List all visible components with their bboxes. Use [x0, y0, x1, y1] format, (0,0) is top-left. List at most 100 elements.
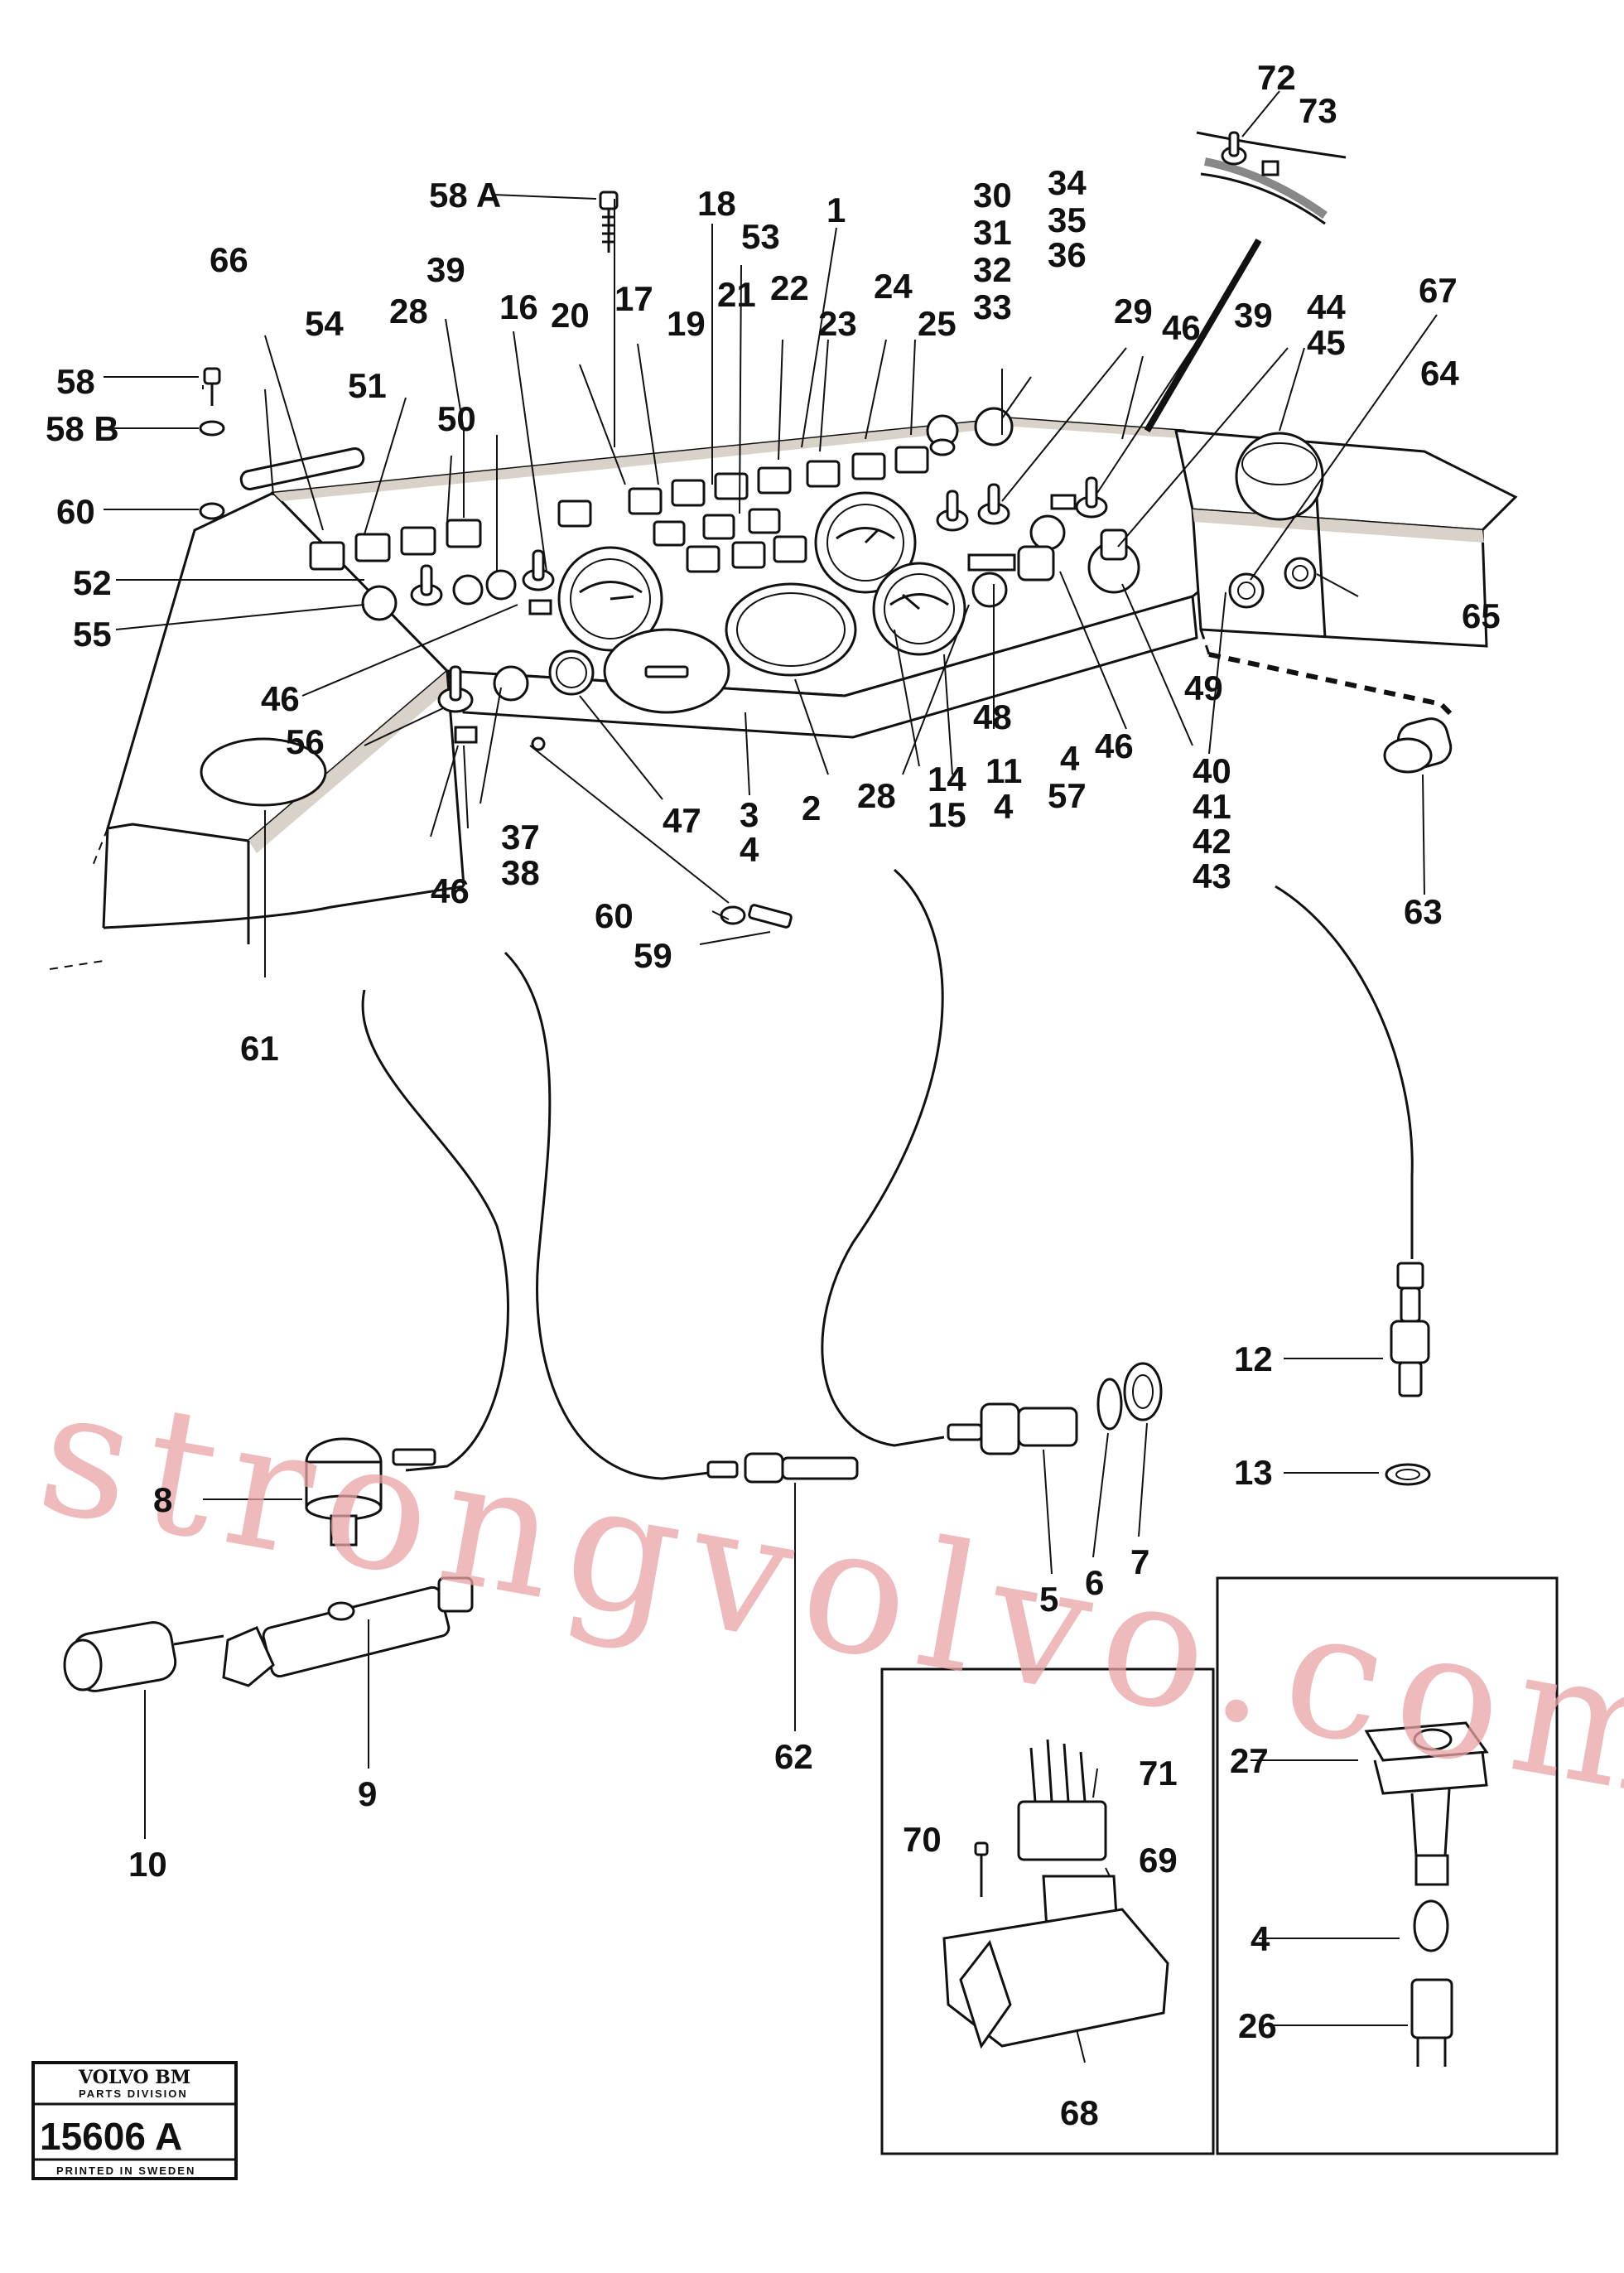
label-17: 17 [614, 279, 653, 318]
label-54: 54 [305, 304, 344, 343]
label-62: 62 [774, 1737, 813, 1776]
label-9: 9 [358, 1774, 377, 1813]
label-33: 33 [973, 287, 1012, 326]
label-26: 26 [1238, 2006, 1277, 2045]
label-3: 3 [740, 795, 759, 834]
label-16: 16 [499, 287, 538, 326]
label-57: 57 [1048, 776, 1087, 815]
label-52: 52 [73, 563, 112, 602]
screws [199, 191, 793, 929]
label-18: 18 [697, 184, 736, 223]
label-30: 30 [973, 176, 1012, 215]
indicator-row [309, 446, 929, 573]
inset-relay [880, 1667, 1215, 2155]
label-10: 10 [128, 1845, 167, 1884]
label-71: 71 [1139, 1754, 1178, 1793]
label-8: 8 [153, 1480, 172, 1519]
label-43: 43 [1193, 857, 1231, 895]
label-68: 68 [1060, 2093, 1099, 2132]
volvo-stamp: VOLVO BM PARTS DIVISION 15606 A PRINTED … [31, 2061, 238, 2180]
label-14: 14 [928, 760, 966, 799]
label-7: 7 [1130, 1542, 1149, 1581]
label-4b: 4 [994, 787, 1014, 826]
label-73: 73 [1299, 91, 1337, 130]
gauge-2 [603, 628, 730, 714]
label-58b: 58 B [46, 409, 119, 448]
stamp-division: PARTS DIVISION [79, 2087, 188, 2100]
part-labels: 72 73 58 A 18 1 53 30 31 32 33 34 35 36 … [46, 58, 1501, 2132]
label-23: 23 [818, 304, 857, 343]
label-47: 47 [663, 801, 701, 840]
label-11: 11 [985, 751, 1022, 790]
label-69: 69 [1139, 1841, 1178, 1880]
label-55: 55 [73, 615, 112, 654]
label-61: 61 [240, 1029, 279, 1068]
label-56: 56 [286, 722, 325, 761]
label-37: 37 [501, 818, 540, 857]
label-66: 66 [210, 240, 248, 279]
label-41: 41 [1193, 787, 1231, 826]
wires [361, 629, 1456, 1480]
label-65: 65 [1462, 596, 1501, 635]
inset-switch [1216, 1576, 1559, 2155]
label-64: 64 [1420, 354, 1459, 393]
label-4d: 4 [1251, 1919, 1270, 1958]
stamp-brand: VOLVO BM [78, 2067, 190, 2088]
label-39a: 39 [426, 250, 465, 289]
label-44: 44 [1307, 287, 1346, 326]
label-45: 45 [1307, 323, 1346, 362]
label-72: 72 [1257, 58, 1296, 97]
watermark: strongvolvo.com [26, 1349, 1624, 1839]
label-31: 31 [973, 213, 1012, 252]
label-19: 19 [667, 304, 706, 343]
label-2: 2 [802, 789, 821, 828]
gauge-14 [725, 582, 857, 677]
label-6: 6 [1085, 1563, 1104, 1602]
label-22: 22 [770, 268, 809, 307]
label-25: 25 [918, 304, 957, 343]
label-4c: 4 [1060, 739, 1080, 778]
label-58: 58 [56, 362, 95, 401]
label-67: 67 [1419, 271, 1458, 310]
label-24: 24 [874, 267, 913, 306]
label-39b: 39 [1234, 296, 1273, 335]
label-63: 63 [1404, 892, 1443, 931]
label-34: 34 [1048, 163, 1087, 202]
label-70: 70 [903, 1820, 942, 1859]
label-46a: 46 [1162, 308, 1201, 347]
label-53: 53 [741, 217, 780, 256]
label-21: 21 [717, 275, 756, 314]
label-20: 20 [551, 296, 590, 335]
ignition-switch-39 [1087, 528, 1140, 594]
label-50: 50 [437, 399, 476, 438]
label-29: 29 [1114, 292, 1153, 331]
label-60b: 60 [595, 896, 634, 935]
part-61-hole [200, 737, 327, 807]
label-51: 51 [348, 366, 387, 405]
label-13: 13 [1234, 1453, 1273, 1492]
label-59: 59 [634, 936, 672, 975]
label-42: 42 [1193, 822, 1231, 861]
toggle-switches [410, 438, 1108, 713]
label-1: 1 [826, 191, 846, 229]
stamp-number: 15606 A [40, 2115, 182, 2158]
label-35: 35 [1048, 200, 1087, 239]
label-4a: 4 [740, 830, 759, 869]
label-15: 15 [928, 795, 966, 834]
stamp-printed: PRINTED IN SWEDEN [56, 2164, 195, 2177]
label-60a: 60 [56, 492, 95, 531]
label-27: 27 [1230, 1741, 1269, 1780]
label-46b: 46 [261, 679, 300, 718]
label-28a: 28 [389, 292, 428, 331]
leader-lines [104, 90, 1438, 2063]
label-12: 12 [1234, 1339, 1273, 1378]
panel-components [239, 131, 1347, 744]
label-46c: 46 [1095, 726, 1134, 765]
label-49: 49 [1184, 668, 1223, 707]
label-38: 38 [501, 853, 540, 892]
label-36: 36 [1048, 235, 1087, 274]
label-58a: 58 A [429, 176, 501, 215]
label-5: 5 [1039, 1580, 1058, 1619]
label-46d: 46 [431, 871, 470, 910]
